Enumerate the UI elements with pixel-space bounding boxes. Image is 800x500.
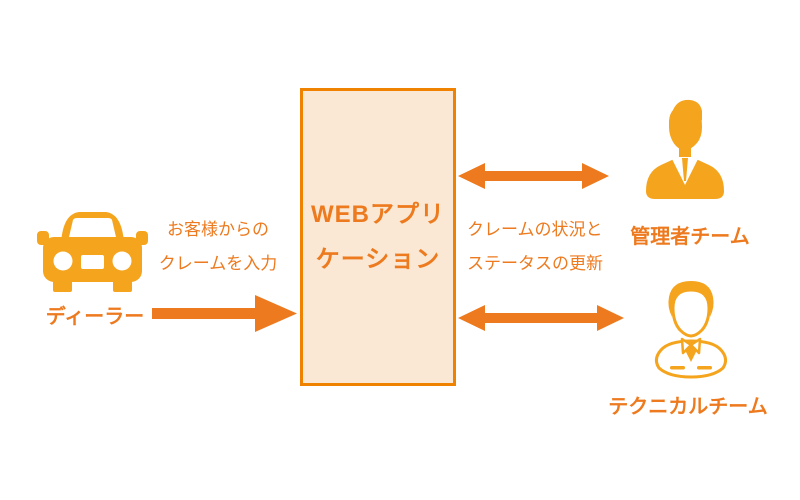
input-note-line2: クレームを入力 (158, 254, 278, 273)
webapp-label-line2: ケーション (315, 246, 441, 273)
webapp-label-line1: WEBアプリ (311, 201, 445, 228)
update-note-line1: クレームの状況と (467, 220, 603, 239)
admin-team-label: 管理者チーム (630, 226, 750, 248)
right-arrow-icon (152, 294, 298, 333)
input-note-line1: お客様からの (167, 220, 269, 239)
businessman-icon (640, 97, 730, 204)
update-note: クレームの状況と ステータスの更新 (467, 213, 637, 281)
car-icon (37, 203, 148, 292)
technical-team-label: テクニカルチーム (608, 396, 768, 418)
technical-person-icon (645, 280, 737, 381)
update-note-line2: ステータスの更新 (467, 254, 603, 273)
input-note: お客様からの クレームを入力 (148, 213, 288, 281)
webapp-box: WEBアプリ ケーション (300, 88, 456, 386)
double-arrow-top-icon (457, 162, 610, 190)
dealer-label: ディーラー (45, 306, 145, 328)
double-arrow-bottom-icon (457, 304, 625, 332)
